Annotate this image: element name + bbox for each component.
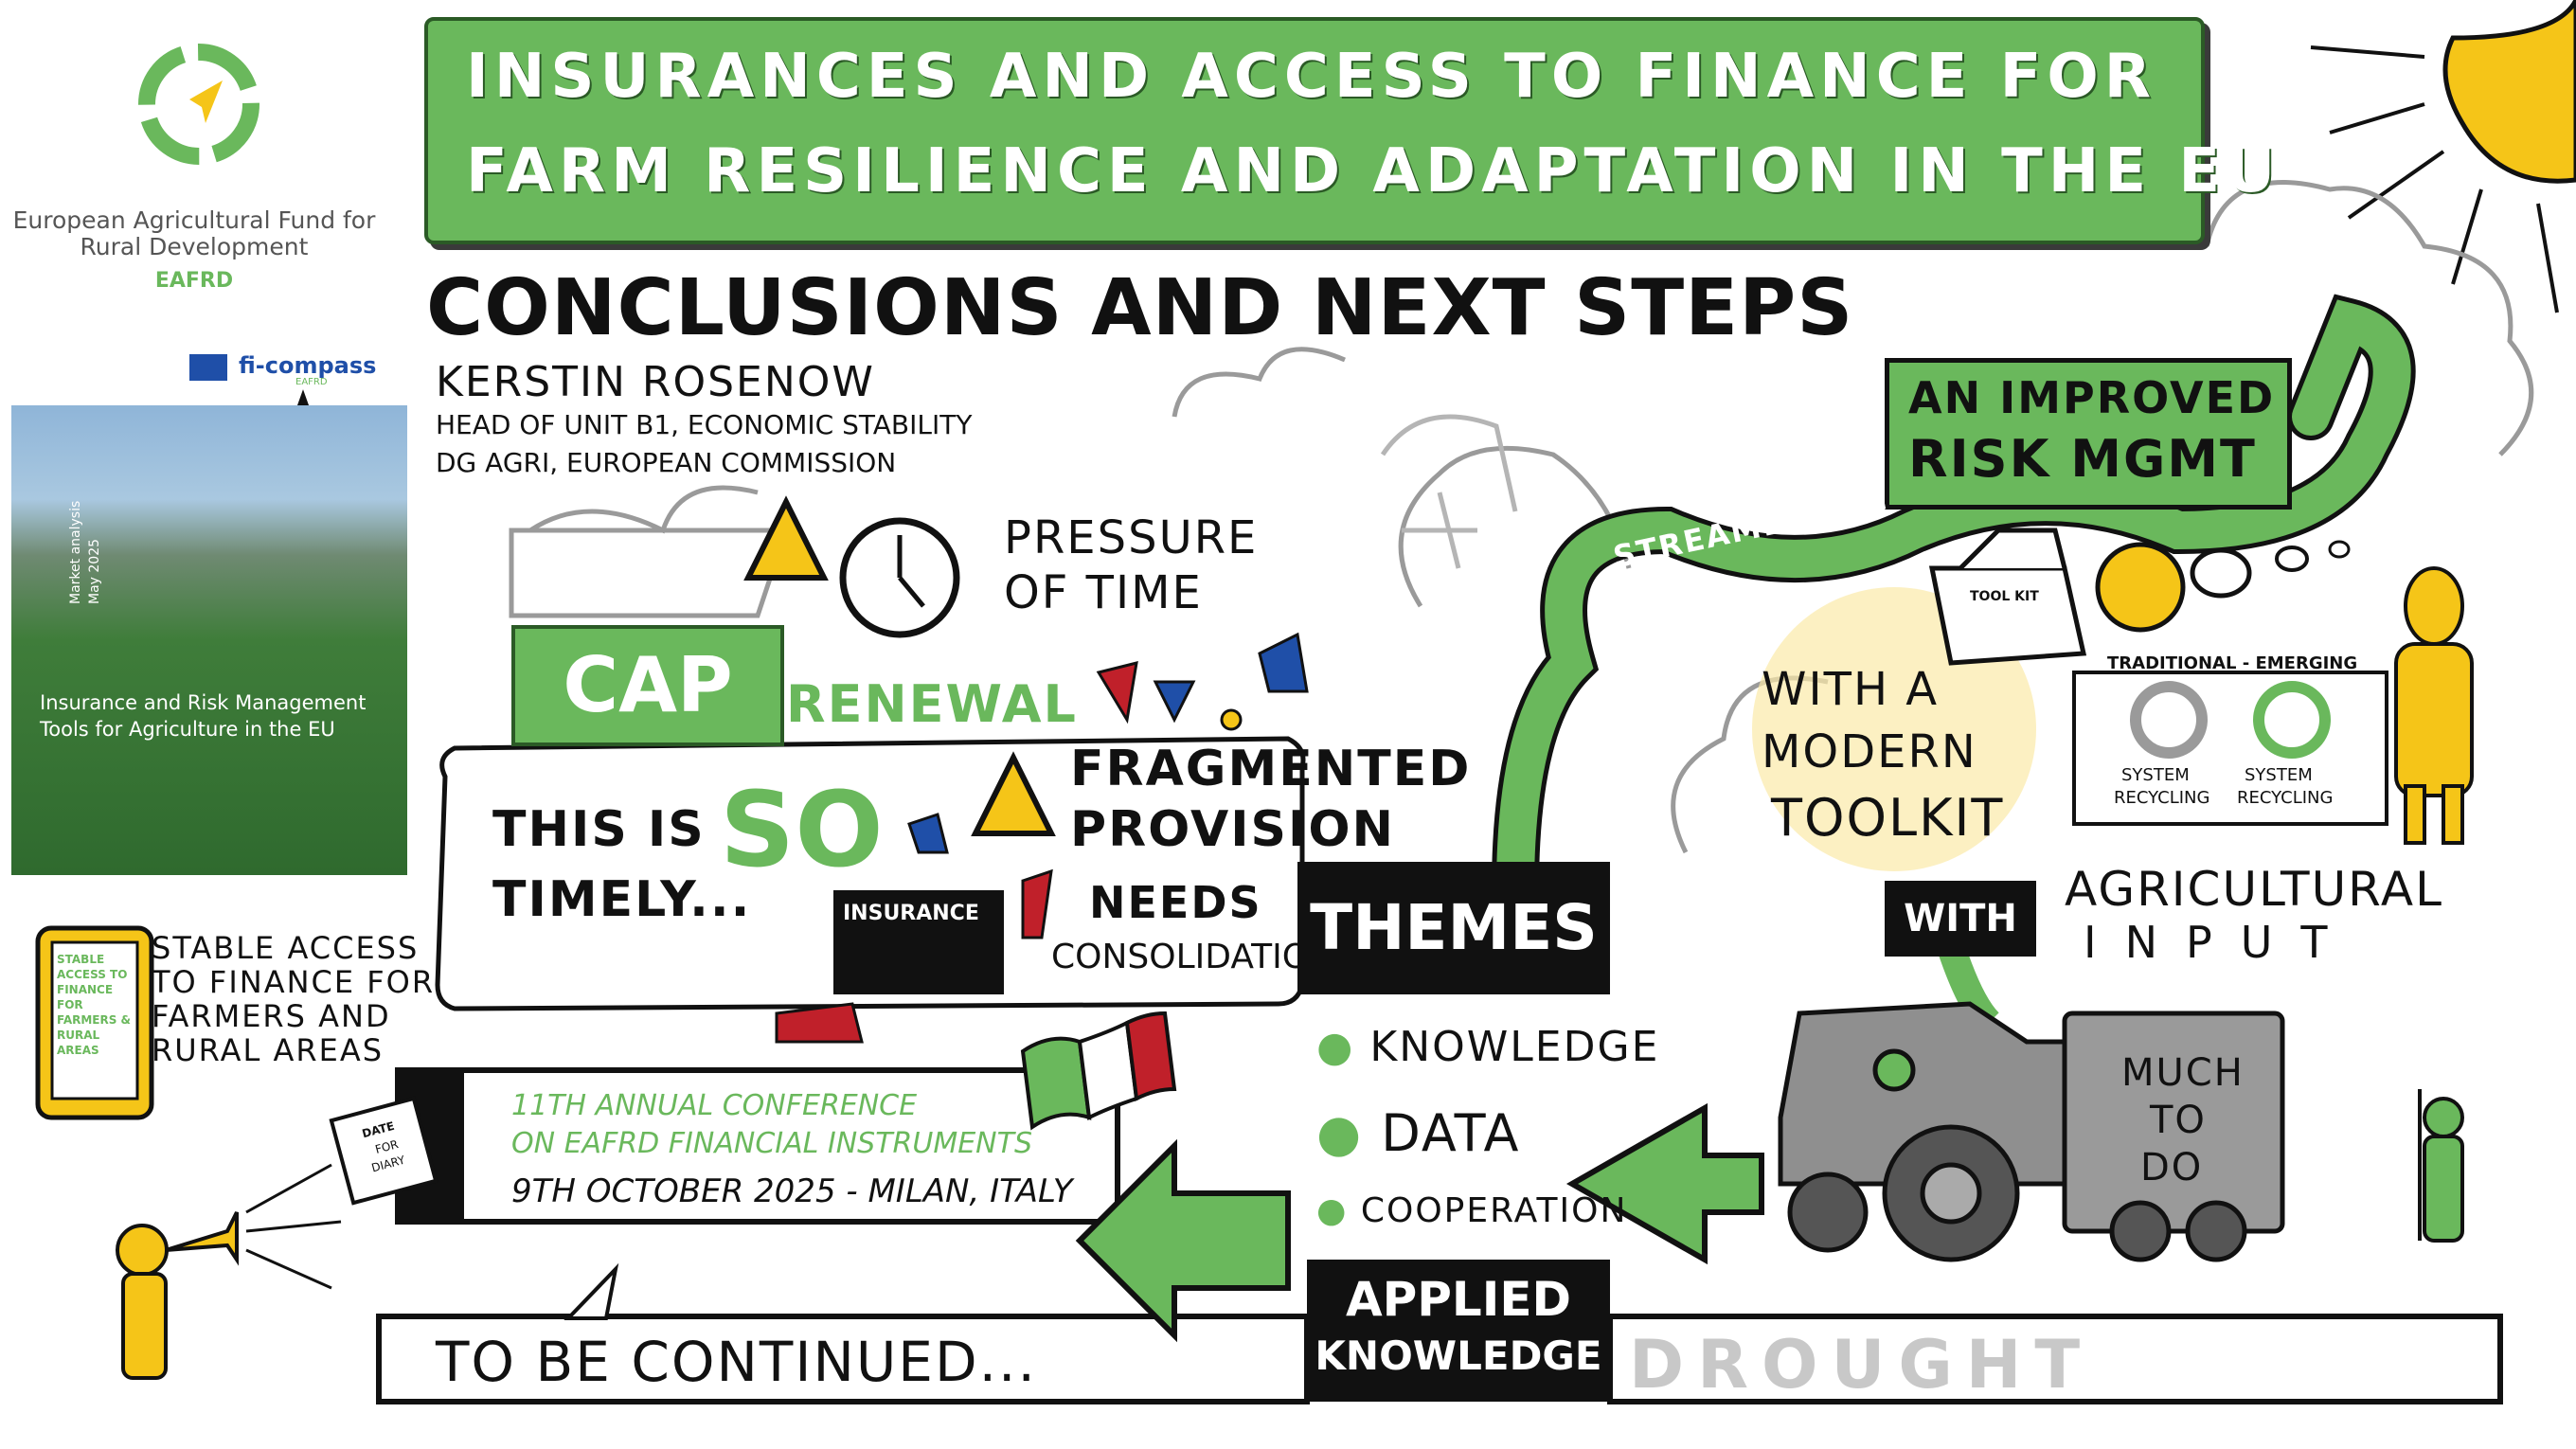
logo-name-line1: European Agricultural Fund for	[12, 206, 376, 234]
drought-label: DROUGHT	[1629, 1326, 2094, 1404]
agri-line2: INPUT	[2084, 917, 2356, 968]
fragmented-line3: NEEDS	[1089, 877, 1262, 928]
pressure-line1: PRESSURE	[1004, 511, 1259, 564]
recycle-icon	[2130, 681, 2331, 759]
trailer-line1: MUCH	[2121, 1051, 2245, 1095]
sun-icon	[2310, 0, 2576, 313]
title-banner: INSURANCES AND ACCESS TO FINANCE FOR FAR…	[424, 17, 2275, 244]
insurance-label: INSURANCE	[843, 902, 979, 925]
tractor-icon	[1778, 1001, 2285, 1262]
risk-line1: AN IMPROVED	[1908, 372, 2276, 423]
page-title: CONCLUSIONS AND NEXT STEPS	[426, 263, 1854, 353]
banner-line2: FARM RESILIENCE AND ADAPTATION IN THE EU	[466, 136, 2281, 206]
clock-icon	[839, 517, 960, 638]
italy-flag-icon	[1020, 1011, 1177, 1131]
ficompass-logo: fi-compass	[239, 352, 377, 379]
themes-list: ● KNOWLEDGE ● DATA ● COOPERATION	[1316, 1023, 1659, 1230]
phone-screen-text: STABLE ACCESS TO FINANCE FOR FARMERS & R…	[57, 953, 132, 1057]
trumpet-icon	[116, 1163, 342, 1380]
compass-logo-icon	[138, 44, 259, 165]
conference-line3: 9TH OCTOBER 2025 - MILAN, ITALY	[511, 1172, 1073, 1210]
cap-box: CAP	[511, 625, 784, 746]
toolkit-line1: WITH A	[1762, 663, 1940, 716]
themes-box: THEMES	[1297, 862, 1610, 994]
logo-acronym: EAFRD	[154, 269, 234, 293]
recycling-right-line2: RECYCLING	[2237, 788, 2334, 808]
speaker-name: KERSTIN ROSENOW	[436, 358, 875, 406]
applied-line1: APPLIED	[1345, 1272, 1572, 1327]
pressure-line2: OF TIME	[1004, 566, 1203, 619]
recycling-right-line1: SYSTEM	[2245, 765, 2313, 785]
agri-line1: AGRICULTURAL	[2065, 862, 2443, 917]
conference-card	[395, 1067, 1120, 1225]
euro-icon	[2095, 540, 2351, 633]
recycling-frame	[2072, 671, 2388, 826]
eu-flag-icon	[189, 354, 227, 381]
banner-line1: INSURANCES AND ACCESS TO FINANCE FOR	[466, 42, 2157, 112]
timely-line2: TIMELY...	[492, 871, 752, 928]
farmer-figure	[2394, 566, 2474, 845]
insurance-box	[833, 890, 1004, 994]
phone-line4: RURAL AREAS	[152, 1032, 385, 1068]
list-item: ● KNOWLEDGE	[1316, 1023, 1660, 1071]
speaker-role-line1: HEAD OF UNIT B1, ECONOMIC STABILITY	[436, 409, 973, 440]
list-item: ● COOPERATION	[1316, 1191, 1628, 1230]
list-item: ● DATA	[1316, 1103, 1521, 1163]
continued-bubble	[376, 1262, 1310, 1404]
with-box: WITH	[1885, 881, 2036, 957]
calendar-icon	[329, 1096, 438, 1206]
phone-line3: FARMERS AND	[152, 998, 391, 1034]
cover-side-text: Market analysis	[68, 500, 83, 604]
applied-knowledge-box: APPLIED KNOWLEDGE	[1307, 1260, 1610, 1402]
recycling-left-line2: RECYCLING	[2114, 788, 2210, 808]
recycling-header: TRADITIONAL - EMERGING	[2107, 653, 2358, 673]
arrow-left-icon	[1075, 1102, 1764, 1343]
timely-line1: THIS IS	[492, 801, 706, 858]
toolkit-box-label: TOOL KIT	[1970, 589, 2039, 604]
cover-title: Insurance and Risk Management Tools for …	[40, 691, 367, 741]
conference-line1: 11TH ANNUAL CONFERENCE	[511, 1089, 918, 1122]
timely-so: SO	[720, 769, 884, 890]
drought-ground	[1607, 1314, 2503, 1404]
theme-cooperation: COOPERATION	[1360, 1191, 1628, 1230]
recycling-left-line1: SYSTEM	[2121, 765, 2190, 785]
trailer-line3: DO	[2140, 1146, 2204, 1190]
conference-line2: ON EAFRD FINANCIAL INSTRUMENTS	[511, 1127, 1032, 1160]
speaker-role-line2: DG AGRI, EUROPEAN COMMISSION	[436, 447, 897, 478]
toolkit-box-icon	[1928, 528, 2087, 666]
fragment-pieces	[775, 632, 1309, 1044]
risk-mgmt-box: AN IMPROVED RISK MGMT	[1885, 358, 2292, 510]
toolkit-line2: MODERN	[1762, 725, 1977, 778]
green-figure	[2418, 1089, 2464, 1243]
to-be-continued: TO BE CONTINUED...	[436, 1330, 1037, 1394]
risk-line2: RISK MGMT	[1908, 429, 2257, 489]
cap-renewal: RENEWAL	[786, 674, 1078, 734]
report-cover: Market analysis May 2025 Insurance and R…	[11, 405, 407, 875]
phone-line2: TO FINANCE FOR	[152, 964, 436, 1000]
cover-side-date: May 2025	[87, 538, 102, 604]
logo-name-line2: Rural Development	[80, 233, 309, 260]
warning-icon	[743, 495, 1056, 836]
fragmented-line1: FRAGMENTED	[1070, 741, 1472, 797]
ficompass-sub: EAFRD	[295, 377, 328, 387]
phone-line1: STABLE ACCESS	[152, 930, 420, 966]
phone-icon	[35, 925, 154, 1120]
eafrd-logo	[137, 43, 260, 166]
applied-line2: KNOWLEDGE	[1315, 1333, 1602, 1379]
theme-data: DATA	[1381, 1103, 1521, 1163]
fragmented-line2: PROVISION	[1070, 801, 1396, 858]
toolkit-line3: TOOLKIT	[1771, 788, 2005, 848]
theme-knowledge: KNOWLEDGE	[1369, 1023, 1660, 1071]
fragmented-line4: CONSOLIDATION	[1051, 938, 1335, 976]
trailer-line2: TO	[2150, 1099, 2207, 1142]
